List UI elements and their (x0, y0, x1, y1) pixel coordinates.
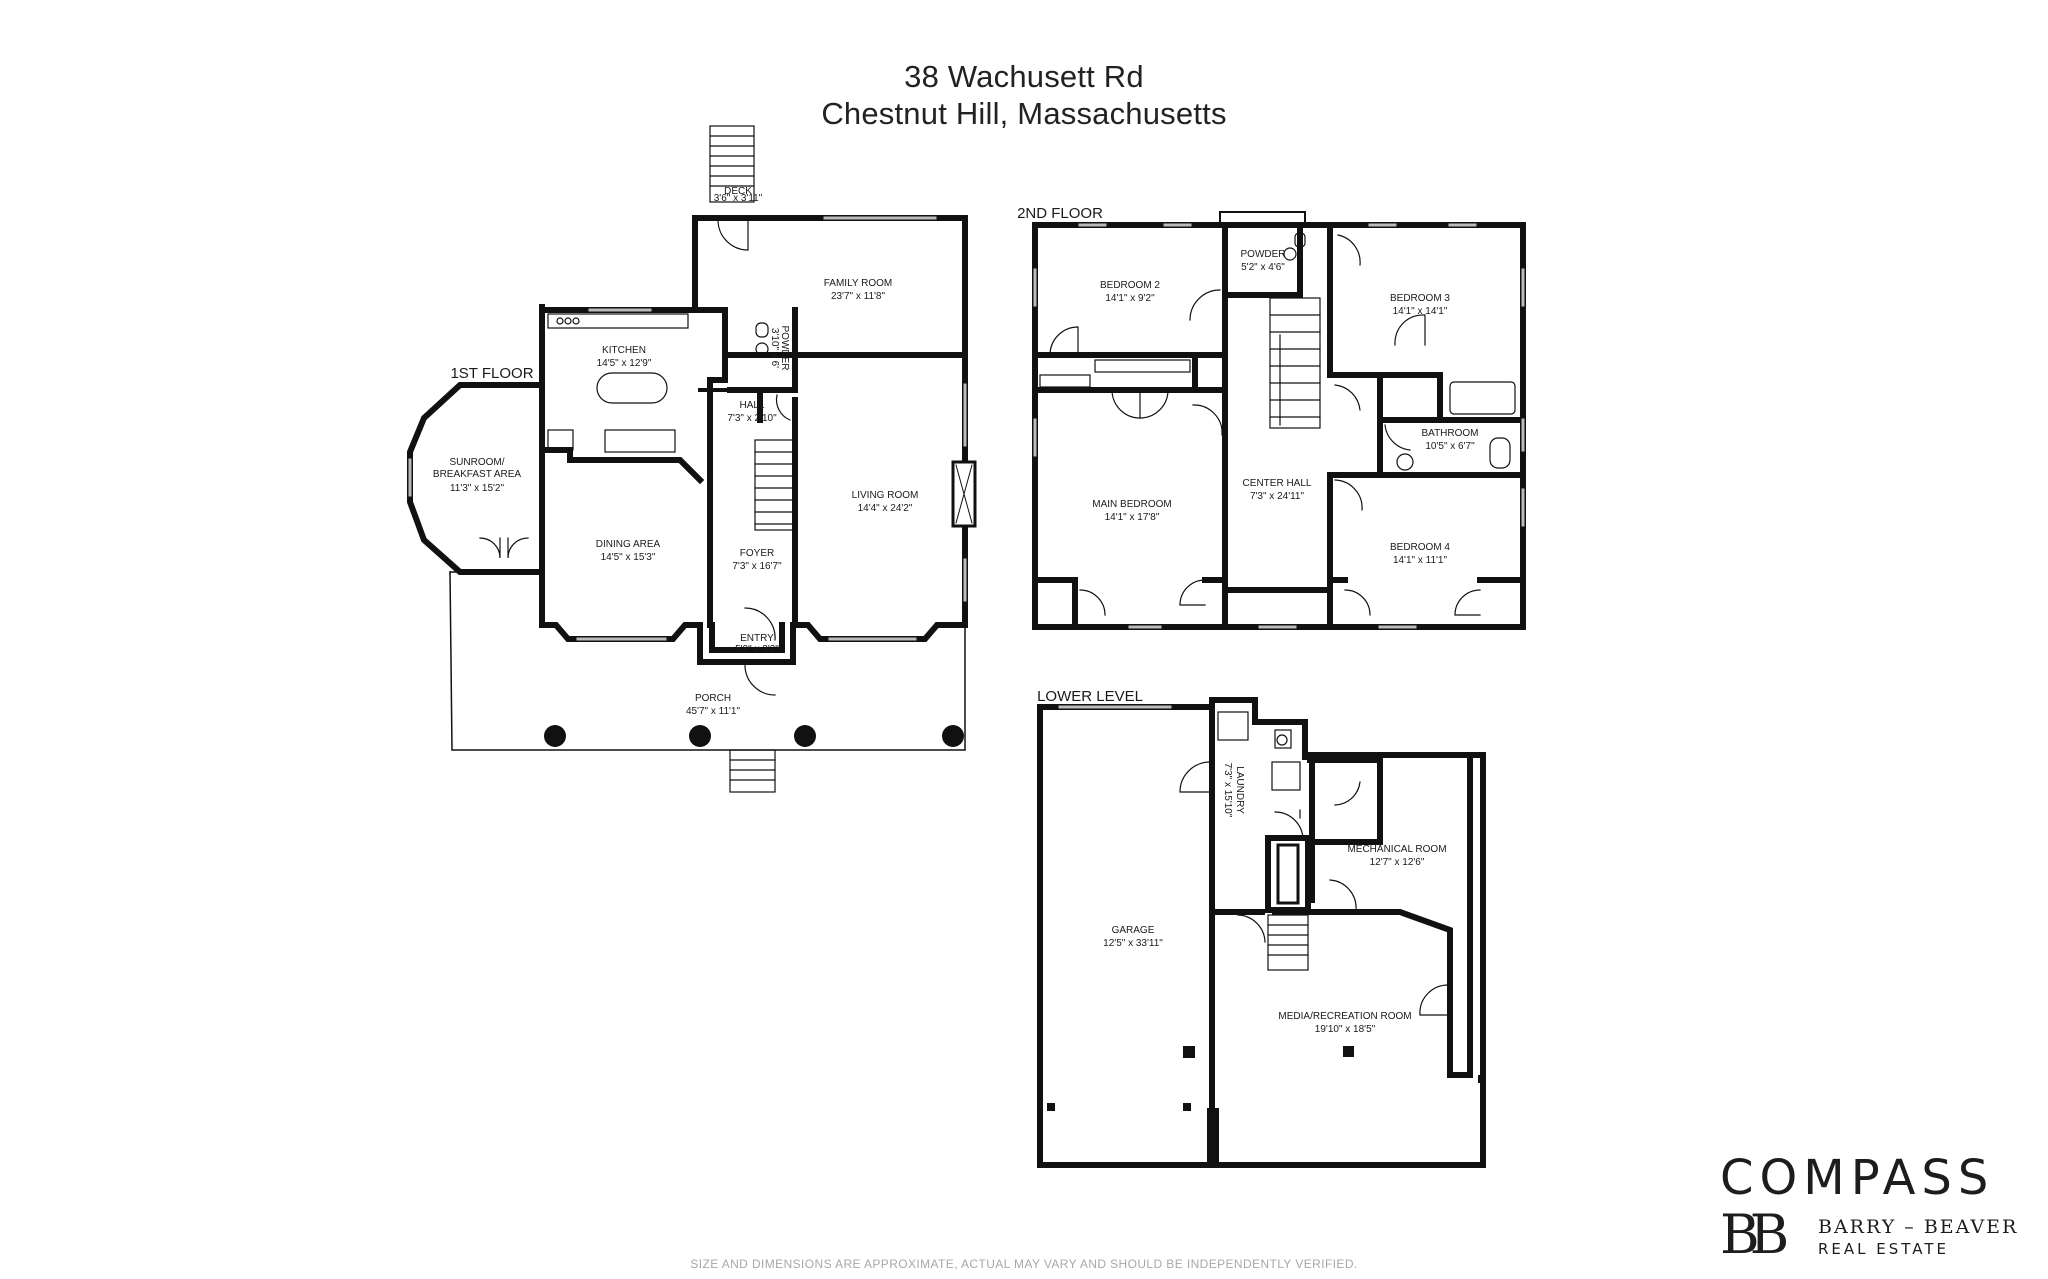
fireplace (951, 460, 977, 528)
dining-area-dims: 14'5" x 15'3" (601, 552, 656, 563)
deck-stairs (709, 125, 755, 203)
main-bedroom-dims: 14'1" x 17'8" (1105, 512, 1160, 523)
second-powder-name: POWDER (1241, 249, 1286, 260)
lower-level-labels: LOWER LEVEL LAUNDRY 7'3" x 15'10" MECHAN… (1037, 688, 1446, 1035)
entry-dims: 5'9" x 3'3" (735, 644, 779, 655)
second-floor-windows (1033, 223, 1525, 629)
mechanical-dims: 12'7" x 12'6" (1370, 857, 1425, 868)
laundry-name: LAUNDRY (1234, 766, 1245, 814)
second-floor-plan (1032, 211, 1526, 630)
garage-dims: 12'5" x 33'11" (1103, 938, 1163, 949)
deck-name: DECK (724, 186, 752, 197)
main-stairs (754, 439, 796, 531)
lower-level-doors (1179, 761, 1449, 1016)
second-floor-label: 2ND FLOOR (1017, 205, 1103, 222)
laundry-dims: 7'3" x 15'10" (1222, 763, 1233, 818)
bedroom2-dims: 14'1" x 9'2" (1105, 293, 1155, 304)
first-floor-doors (479, 219, 791, 696)
bedroom4-dims: 14'1" x 11'1" (1393, 555, 1448, 566)
sunroom-dims: 11'3" x 15'2" (450, 483, 505, 494)
kitchen-dims: 14'5" x 12'9" (597, 358, 652, 369)
address-line-1: 38 Wachusett Rd (904, 59, 1144, 94)
kitchen-name: KITCHEN (602, 345, 646, 356)
center-hall-dims: 7'3" x 24'11" (1250, 491, 1305, 502)
disclaimer: SIZE AND DIMENSIONS ARE APPROXIMATE, ACT… (690, 1257, 1358, 1271)
family-room-dims: 23'7" x 11'8" (831, 291, 886, 302)
garage-name: GARAGE (1112, 925, 1155, 936)
dining-area-name: DINING AREA (596, 539, 661, 550)
bedroom4-name: BEDROOM 4 (1390, 542, 1450, 553)
first-floor-powder-fixtures (755, 322, 769, 356)
lower-level-plan (1037, 697, 1486, 1168)
entry-name: ENTRY (740, 633, 774, 644)
first-floor-label: 1ST FLOOR (450, 365, 533, 382)
bathroom-name: BATHROOM (1421, 428, 1478, 439)
bedroom2-name: BEDROOM 2 (1100, 280, 1160, 291)
front-stairs (729, 749, 776, 793)
hall-dims: 7'3" x 2'10" (727, 413, 777, 424)
main-bedroom-name: MAIN BEDROOM (1092, 499, 1171, 510)
porch-dims: 45'7" x 11'1" (686, 706, 741, 717)
deck-dims: 3'6" x 3'11" (714, 193, 763, 204)
first-powder-name: POWDER (779, 326, 790, 371)
foyer-name: FOYER (740, 548, 774, 559)
family-room-name: FAMILY ROOM (824, 278, 893, 289)
lower-level-label: LOWER LEVEL (1037, 688, 1143, 705)
team-subtitle: REAL ESTATE (1818, 1240, 1950, 1258)
media-room-name: MEDIA/RECREATION ROOM (1278, 1011, 1411, 1022)
mechanical-name: MECHANICAL ROOM (1347, 844, 1446, 855)
porch-columns (544, 725, 964, 747)
center-hall-name: CENTER HALL (1243, 478, 1312, 489)
bedroom3-name: BEDROOM 3 (1390, 293, 1450, 304)
living-room-name: LIVING ROOM (852, 490, 919, 501)
lower-level-stairs (1267, 914, 1309, 971)
team-name: BARRY – BEAVER (1818, 1216, 2019, 1238)
sunroom-name-line1: SUNROOM/ (450, 457, 505, 468)
bb-monogram: BB (1720, 1203, 1789, 1266)
first-floor-labels: 1ST FLOOR DECK 3'6" x 3'11" FAMILY ROOM … (433, 186, 918, 717)
lower-level-posts (1047, 1046, 1486, 1111)
porch (449, 571, 966, 751)
first-floor-windows (408, 216, 967, 641)
porch-name: PORCH (695, 693, 731, 704)
bedroom3-dims: 14'1" x 14'1" (1393, 306, 1448, 317)
bathroom-fixtures (1283, 232, 1516, 471)
address-line-2: Chestnut Hill, Massachusetts (821, 96, 1227, 131)
first-powder-dims: 3'10" x 6' (769, 328, 780, 368)
second-floor-doors (1049, 234, 1481, 616)
second-floor-stairs (1269, 297, 1321, 429)
second-floor-labels: 2ND FLOOR BEDROOM 2 14'1" x 9'2" POWDER … (1017, 205, 1478, 566)
bathroom-dims: 10'5" x 6'7" (1425, 441, 1475, 452)
kitchen-fixtures (547, 313, 689, 453)
media-room-dims: 19'10" x 18'5" (1315, 1024, 1376, 1035)
laundry-appliances (1217, 711, 1301, 791)
hall-name: HALL (739, 400, 764, 411)
first-floor-plan (407, 125, 977, 793)
sunroom-name: BREAKFAST AREA (433, 469, 522, 480)
lower-level-outer-wall (1037, 697, 1486, 1168)
living-room-dims: 14'4" x 24'2" (858, 503, 913, 514)
second-powder-dims: 5'2" x 4'6" (1241, 262, 1285, 273)
foyer-dims: 7'3" x 16'7" (732, 561, 782, 572)
compass-logo: COMPASS (1720, 1150, 1995, 1206)
